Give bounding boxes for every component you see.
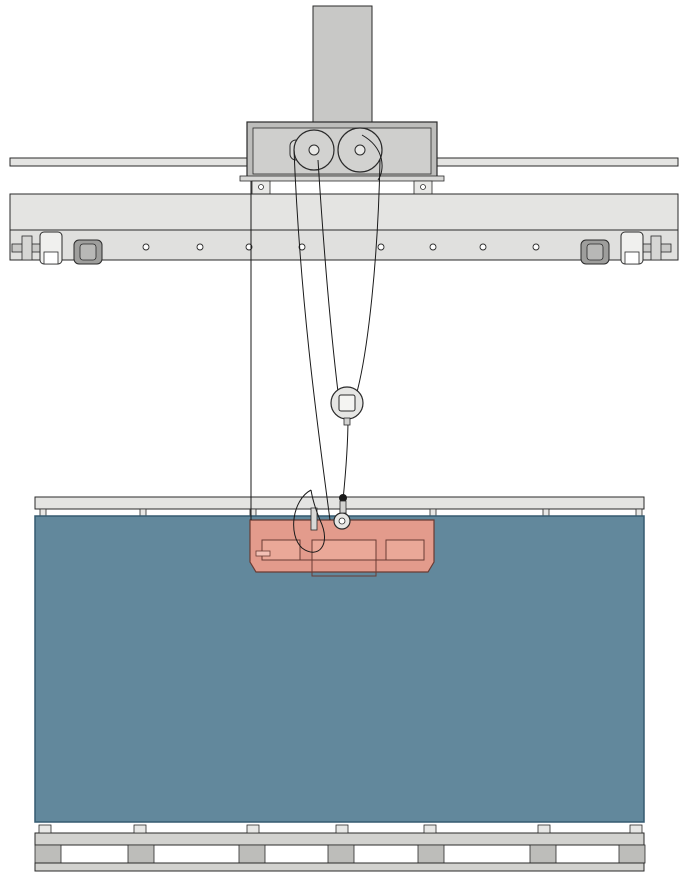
pallet-support-pad: [629, 824, 643, 834]
support-column: [312, 5, 373, 127]
pallet-support-pad: [537, 824, 551, 834]
panel-cap-spacer: [39, 508, 47, 517]
pallet-block: [127, 844, 155, 864]
pallet-support-pad: [38, 824, 52, 834]
beam-bolt-hole: [479, 243, 487, 251]
beam-bolt-hole: [377, 243, 385, 251]
pallet-block: [34, 844, 62, 864]
end-carriage-right: [580, 231, 672, 265]
pallet-block: [618, 844, 646, 864]
beam-bolt-hole: [298, 243, 306, 251]
beam-bolt-hole: [429, 243, 437, 251]
transport-pallet: [34, 824, 646, 872]
pallet-block: [327, 844, 355, 864]
pallet-block: [238, 844, 266, 864]
drive-sheave: [337, 127, 383, 173]
bridge-beam: [9, 193, 679, 261]
pallet-block: [529, 844, 557, 864]
pallet-block: [417, 844, 445, 864]
pallet-support-pad: [246, 824, 260, 834]
pallet-support-pad: [335, 824, 349, 834]
panel-cap-spacer: [542, 508, 550, 517]
beam-bolt-hole: [532, 243, 540, 251]
beam-bolt-hole: [196, 243, 204, 251]
end-carriage-left: [11, 231, 103, 265]
pallet-support-pad: [133, 824, 147, 834]
beam-bolt-hole: [142, 243, 150, 251]
panel-cap-spacer: [429, 508, 437, 517]
pallet-support-pad: [423, 824, 437, 834]
panel-cap-spacer: [139, 508, 147, 517]
hook-block: [330, 386, 364, 514]
panel-top-cap: [34, 496, 645, 517]
panel-cap-spacer: [635, 508, 643, 517]
panel-lifting-clamp: [249, 507, 435, 577]
hoist-ropes: [250, 134, 383, 553]
